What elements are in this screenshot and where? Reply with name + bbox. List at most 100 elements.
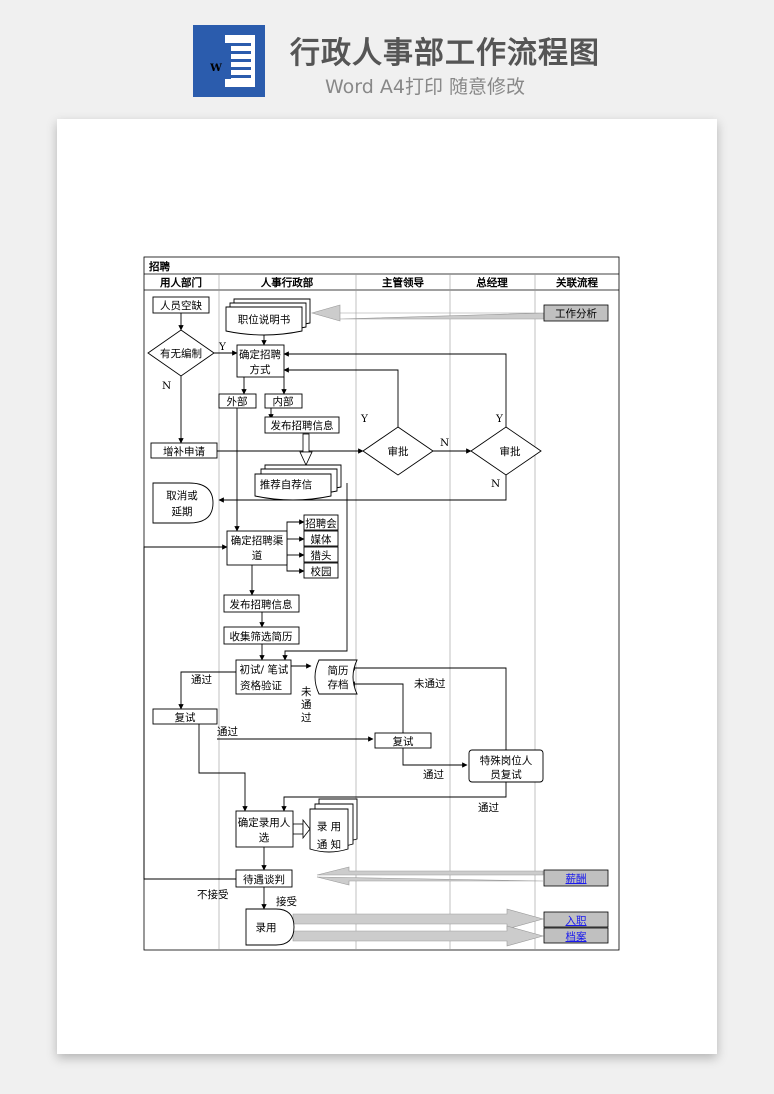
swimlane-frame	[143, 256, 620, 951]
lane-header-supervisor: 主管领导	[382, 276, 424, 289]
text-channel-media: 媒体	[311, 533, 332, 546]
text-offer-2: 通 知	[317, 838, 341, 851]
page-subtitle: Word A4打印 随意修改	[325, 76, 526, 98]
node-special-retest	[468, 749, 544, 783]
arrow-job-analysis	[310, 304, 545, 322]
recruitment-flowchart: 招聘 用人部门 人事行政部 主管领导 总经理 关联流程	[143, 256, 620, 951]
link-related-salary[interactable]: 薪酬	[566, 873, 587, 885]
text-channel-campus: 校园	[311, 565, 332, 578]
page-title: 行政人事部工作流程图	[290, 36, 600, 71]
word-document-icon: W	[193, 25, 265, 97]
arrow-salary	[316, 866, 544, 876]
text-first-test-2: 资格验证	[240, 679, 282, 692]
link-related-onboarding[interactable]: 入职	[566, 915, 587, 927]
text-gm-approve: 审批	[500, 445, 521, 458]
lane-header-related: 关联流程	[556, 276, 598, 289]
node-internal	[264, 393, 303, 409]
label-n1: N	[162, 380, 171, 392]
page-header: W 行政人事部工作流程图 Word A4打印 随意修改	[0, 0, 774, 118]
text-collect-resume: 收集筛选简历	[230, 630, 293, 643]
node-publish-internal	[264, 416, 340, 434]
section-title: 招聘	[149, 260, 170, 273]
label-not-pass-v3: 过	[301, 711, 312, 724]
word-icon-letter: W	[209, 62, 222, 74]
related-onboarding[interactable]	[543, 911, 609, 928]
node-apply-supplement	[150, 442, 218, 459]
text-channel-1: 确定招聘渠	[231, 534, 284, 547]
document-page: 招聘 用人部门 人事行政部 主管领导 总经理 关联流程	[57, 119, 717, 1054]
arrow-onboarding	[292, 908, 545, 930]
related-job-analysis[interactable]	[543, 304, 609, 322]
text-job-desc: 职位说明书	[238, 313, 291, 326]
text-internal: 内部	[273, 395, 294, 408]
text-recommend-letter: 推荐自荐信	[260, 478, 313, 491]
node-offer-notice	[309, 808, 349, 853]
text-channel-fair: 招聘会	[305, 517, 337, 530]
text-hire: 录用	[256, 922, 277, 934]
label-not-pass2: 未通过	[414, 677, 446, 690]
text-confirm-hire-1: 确定录用人	[238, 816, 291, 829]
node-collect-resume	[223, 626, 300, 645]
node-cancel-delay	[152, 482, 214, 524]
node-resume-archive	[314, 659, 358, 695]
node-channel-fair	[303, 514, 339, 531]
node-hire	[245, 908, 295, 946]
link-related-archive[interactable]: 档案	[566, 930, 587, 943]
label-y2: Y	[360, 413, 369, 425]
text-confirm-hire-2: 选	[259, 831, 270, 844]
lane-header-dept: 用人部门	[159, 276, 202, 289]
arrow-archive	[292, 925, 545, 947]
related-archive[interactable]	[543, 927, 609, 944]
text-cancel-1: 取消或	[166, 489, 198, 502]
text-cancel-2: 延期	[172, 506, 193, 518]
text-retest-supervisor: 复试	[393, 735, 414, 748]
node-job-desc	[225, 306, 303, 336]
label-accept: 接受	[276, 895, 297, 908]
label-reject: 不接受	[197, 888, 229, 901]
related-salary[interactable]	[543, 869, 609, 887]
text-special-2: 员复试	[490, 768, 522, 781]
label-y3: Y	[495, 413, 504, 425]
node-channel-media	[303, 530, 339, 547]
text-retest-dept: 复试	[175, 711, 196, 724]
label-pass4: 通过	[478, 801, 499, 814]
node-confirm-hire	[235, 810, 294, 848]
node-external	[218, 393, 257, 409]
text-determine-method-2: 方式	[250, 363, 271, 376]
node-channel-headhunter	[303, 546, 339, 563]
label-pass3: 通过	[423, 768, 444, 781]
label-pass2: 通过	[217, 725, 238, 738]
node-staff-vacancy	[152, 296, 210, 314]
node-salary-talk	[235, 869, 293, 888]
text-supervisor-approve: 审批	[388, 445, 409, 458]
lane-header-gm: 总经理	[476, 276, 508, 289]
text-offer-1: 录 用	[317, 821, 341, 833]
hollow-arrow-confirm-offer	[292, 818, 311, 840]
text-salary-talk: 待遇谈判	[243, 873, 285, 886]
text-channel-headhunter: 猎头	[311, 549, 332, 562]
node-publish-info	[223, 594, 300, 613]
node-channel-campus	[303, 562, 339, 579]
node-recommend-letter	[254, 473, 332, 501]
text-staff-vacancy: 人员空缺	[160, 299, 202, 312]
hollow-arrow-publish-recommend	[299, 433, 313, 466]
node-gm-approve	[470, 426, 542, 476]
label-y1: Y	[218, 341, 227, 353]
label-not-pass-v1: 未	[301, 686, 312, 698]
node-supervisor-approve	[362, 426, 434, 476]
node-determine-method	[236, 344, 285, 378]
text-first-test-1: 初试/ 笔试	[240, 663, 289, 676]
text-publish-info: 发布招聘信息	[230, 598, 293, 611]
text-archive-1: 简历	[328, 664, 349, 677]
label-n3: N	[491, 478, 500, 490]
text-external: 外部	[227, 395, 248, 408]
node-retest-dept	[152, 708, 218, 725]
text-has-quota: 有无编制	[160, 347, 202, 360]
text-publish-internal: 发布招聘信息	[271, 419, 334, 432]
lane-header-hr: 人事行政部	[261, 276, 314, 289]
node-retest-supervisor	[374, 732, 432, 749]
text-related-job-analysis[interactable]: 工作分析	[555, 307, 597, 320]
text-archive-2: 存档	[328, 678, 349, 691]
node-first-test	[235, 659, 292, 695]
node-channel	[226, 530, 288, 566]
